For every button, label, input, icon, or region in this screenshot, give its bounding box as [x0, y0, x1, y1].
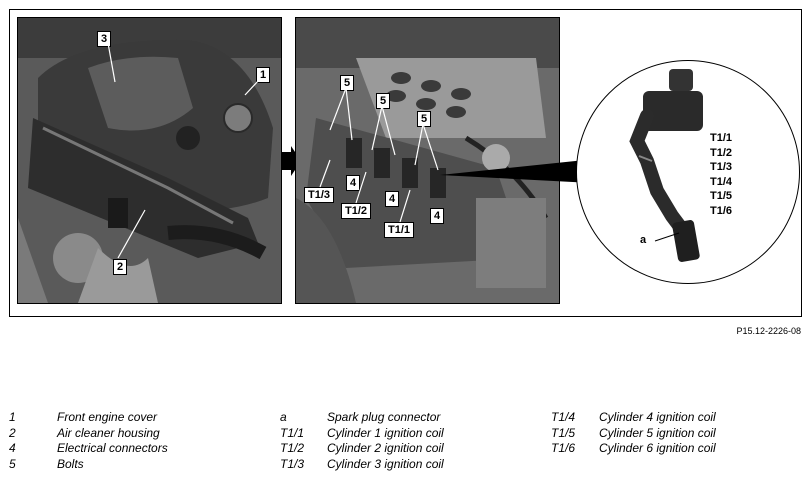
- detail-label-a: a: [640, 234, 647, 246]
- legend-text: Air cleaner housing: [57, 425, 160, 440]
- detail-pointer: [440, 160, 592, 183]
- legend-text: Front engine cover: [57, 410, 158, 424]
- callout-3: 3: [97, 31, 112, 47]
- detail-label-t11: T1/1: [710, 132, 733, 144]
- callout-4-a: 4: [346, 175, 361, 191]
- legend-key: T1/1: [280, 425, 305, 440]
- legend-text: Cylinder 2 ignition coil: [327, 441, 444, 455]
- legend-row: T1/2 Cylinder 2 ignition coil: [280, 441, 444, 457]
- legend-row: 2 Air cleaner housing: [9, 426, 168, 442]
- legend-row: 5 Bolts: [9, 457, 168, 473]
- ignition-coil-detail: [576, 60, 800, 284]
- leader-lines-left: [107, 42, 260, 259]
- legend-key: T1/4: [551, 410, 576, 424]
- detail-label-t13: T1/3: [710, 161, 733, 174]
- detail-label-t12: T1/2: [710, 146, 733, 159]
- legend-key: a: [280, 410, 287, 424]
- callout-4-b: 4: [385, 191, 400, 207]
- legend-text: Cylinder 1 ignition coil: [327, 425, 444, 440]
- callout-2: 2: [113, 259, 128, 275]
- legend-text: Cylinder 5 ignition coil: [599, 425, 716, 440]
- legend-row: 4 Electrical connectors: [9, 441, 168, 457]
- legend-key: T1/3: [280, 456, 305, 471]
- legend-key: T1/5: [551, 425, 576, 440]
- legend-row: T1/1 Cylinder 1 ignition coil: [280, 426, 444, 442]
- callout-5-a: 5: [340, 75, 355, 91]
- legend-row: T1/4 Cylinder 4 ignition coil: [551, 410, 716, 426]
- callout-1: 1: [256, 67, 271, 83]
- callout-t13: T1/3: [304, 187, 335, 203]
- legend-text: Cylinder 3 ignition coil: [327, 456, 444, 471]
- legend-text: Cylinder 6 ignition coil: [599, 441, 716, 455]
- callout-t11: T1/1: [384, 222, 415, 238]
- callout-t12: T1/2: [341, 203, 372, 219]
- legend-key: T1/2: [280, 441, 305, 455]
- legend-key: 2: [9, 425, 16, 440]
- legend-row: T1/5 Cylinder 5 ignition coil: [551, 426, 716, 442]
- legend-column-2: a Spark plug connector T1/1 Cylinder 1 ign…: [280, 410, 444, 472]
- legend-text: Electrical connectors: [57, 441, 168, 455]
- reference-code: P15.12-2226-08: [736, 326, 801, 336]
- legend-column-1: 1 Front engine cover 2 Air cleaner housing…: [9, 410, 168, 472]
- legend-row: T1/6 Cylinder 6 ignition coil: [551, 441, 716, 457]
- leader-lines-mid: [319, 87, 439, 223]
- legend-key: 1: [9, 410, 16, 424]
- legend-row: T1/3 Cylinder 3 ignition coil: [280, 457, 444, 473]
- detail-label-t16: T1/6: [710, 204, 733, 217]
- detail-coil-labels: T1/1 T1/2 T1/3 T1/4 T1/5 T1/6: [710, 131, 732, 219]
- legend-text: Bolts: [57, 456, 84, 471]
- detail-label-t14: T1/4: [710, 175, 733, 188]
- legend-key: 5: [9, 456, 16, 471]
- legend-row: 1 Front engine cover: [9, 410, 168, 426]
- callout-4-c: 4: [430, 208, 445, 224]
- detail-label-t15: T1/5: [710, 190, 733, 203]
- ignition-coils-photo: [295, 17, 560, 304]
- legend-text: Spark plug connector: [327, 410, 441, 424]
- legend-row: a Spark plug connector: [280, 410, 444, 426]
- legend-key: 4: [9, 441, 16, 455]
- legend-text: Cylinder 4 ignition coil: [599, 410, 716, 424]
- legend-key: T1/6: [551, 441, 576, 455]
